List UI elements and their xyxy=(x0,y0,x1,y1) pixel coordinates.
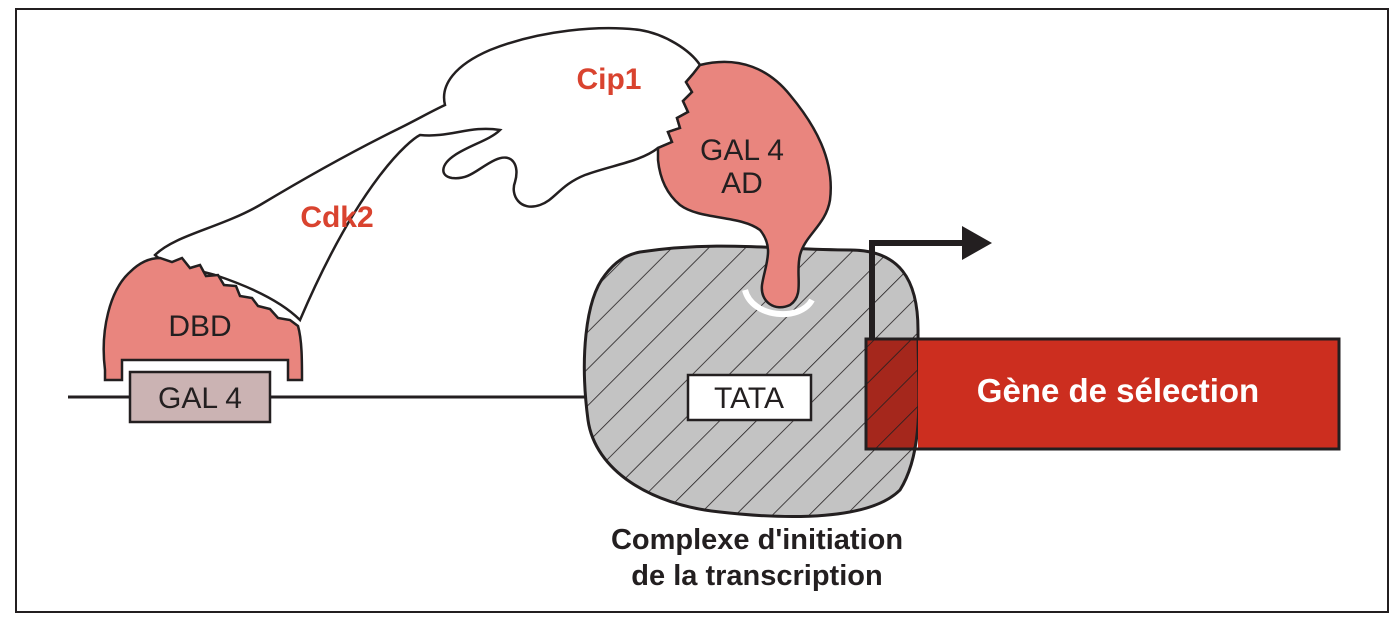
cip1-label: Cip1 xyxy=(576,63,641,96)
tata-label: TATA xyxy=(714,382,784,415)
transcription-complex xyxy=(582,244,921,519)
tata-box xyxy=(686,373,813,422)
gal4-ad-domain xyxy=(656,60,833,309)
cdk2-cip1-protein xyxy=(153,26,702,323)
dbd-label: DBD xyxy=(168,310,231,343)
gal4-site-label: GAL 4 xyxy=(158,382,242,415)
transcription-start-arrow xyxy=(869,240,965,339)
complex-caption-line1: Complexe d'initiation xyxy=(611,524,903,556)
gal4-ad-label-line2: AD xyxy=(721,167,763,200)
selection-gene xyxy=(918,339,1339,449)
gal4-ad-label-line1: GAL 4 xyxy=(700,134,784,167)
selection-gene-label: Gène de sélection xyxy=(977,372,1259,409)
arrow-head-icon xyxy=(962,226,992,260)
cdk2-label: Cdk2 xyxy=(300,201,373,234)
dbd-domain xyxy=(102,256,304,382)
gal4-binding-site xyxy=(128,370,272,424)
complex-notch xyxy=(742,288,815,318)
complex-caption-line2: de la transcription xyxy=(631,560,882,592)
diagram-frame xyxy=(15,8,1389,613)
